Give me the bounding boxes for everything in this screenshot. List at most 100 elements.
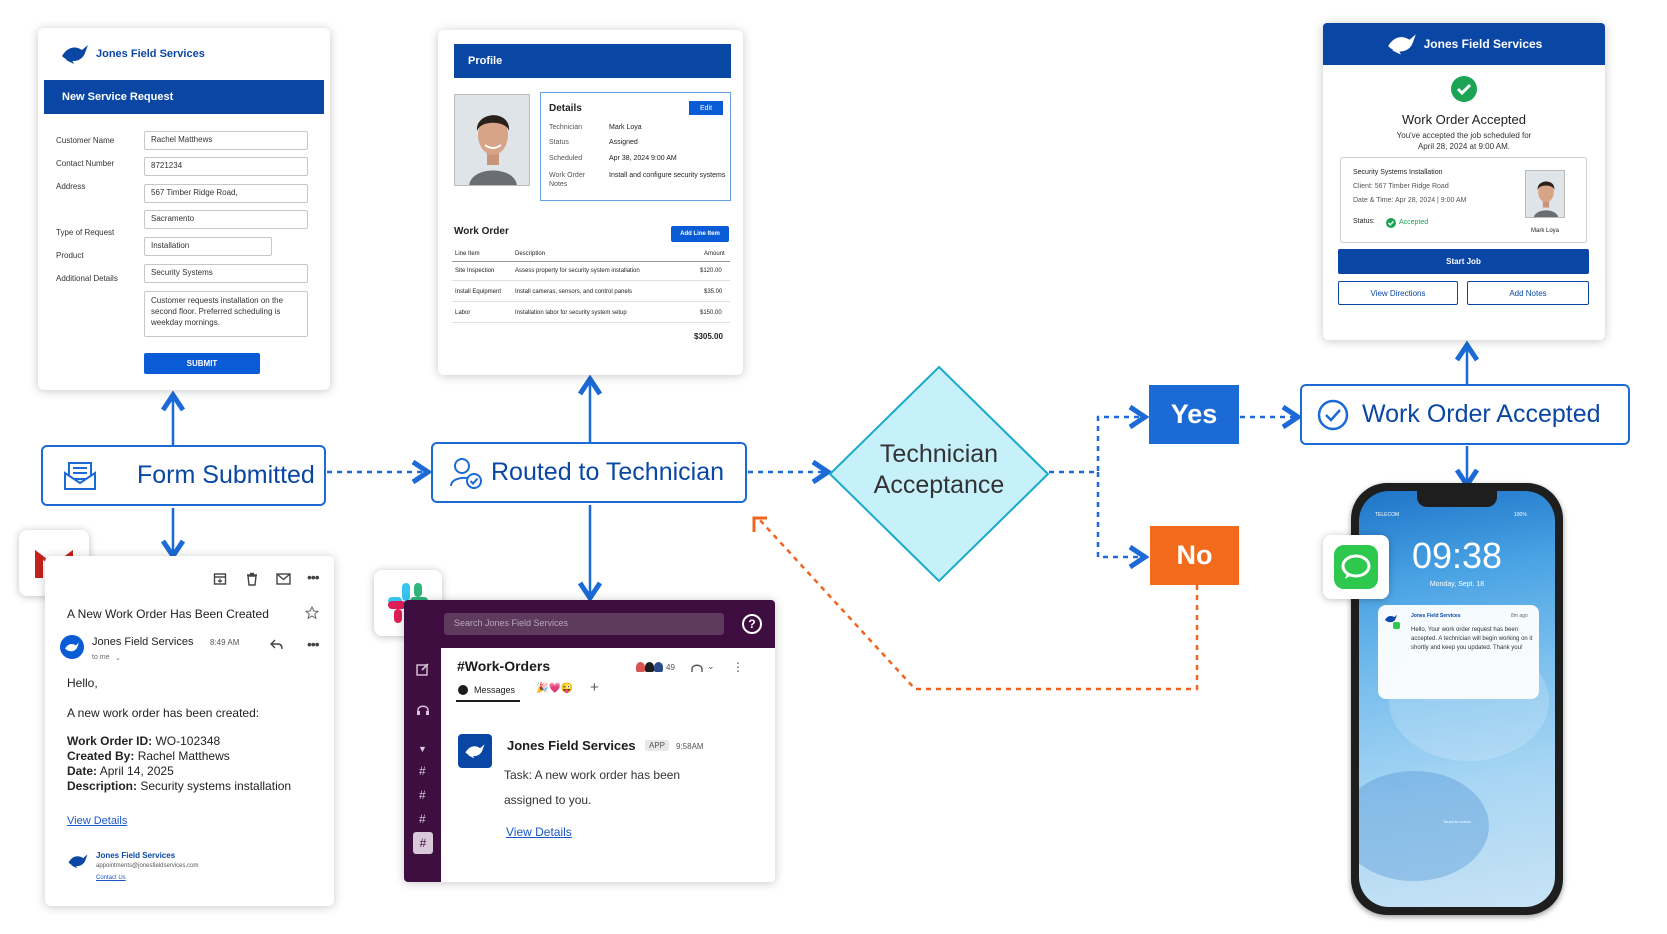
submit-button[interactable]: SUBMIT [144, 353, 260, 374]
routed-to-technician-node: Routed to Technician [431, 442, 747, 503]
form-title: New Service Request [62, 91, 174, 103]
line-item: Site Inspection [455, 268, 495, 274]
chevron-down-icon[interactable]: ⌄ [707, 661, 715, 671]
view-details-link[interactable]: View Details [67, 815, 128, 827]
star-icon[interactable] [305, 606, 319, 620]
trash-icon[interactable] [245, 572, 259, 586]
lock-screen[interactable]: TELECOM 100% 09:38 Monday, Sept. 18 Jone… [1359, 491, 1555, 907]
view-details-link[interactable]: View Details [506, 825, 572, 839]
profile-title: Profile [468, 55, 503, 67]
start-job-button[interactable]: Start Job [1338, 249, 1589, 274]
envelope-form-icon [64, 461, 96, 490]
product-input[interactable]: Security Systems [144, 264, 308, 283]
message-text: Task: A new work order has been assigned… [504, 768, 681, 807]
add-notes-button[interactable]: Add Notes [1467, 281, 1589, 305]
email-footer-email: appointments@jonesfieldservices.com [96, 863, 199, 869]
email-footer-name: Jones Field Services [96, 851, 176, 860]
work-order-accepted-node: Work Order Accepted [1300, 384, 1630, 445]
headphones-icon[interactable] [416, 703, 430, 717]
channel-hash-icon-active[interactable]: # [413, 832, 433, 854]
view-directions-button[interactable]: View Directions [1338, 281, 1458, 305]
table-divider [452, 261, 730, 262]
email-subject: A New Work Order Has Been Created [67, 607, 269, 621]
email-sender: Jones Field Services [92, 636, 194, 648]
tab-emoji-bookmarks[interactable]: 🎉💗😜 [536, 683, 574, 694]
contact-us-link[interactable]: Contact Us [96, 875, 126, 881]
accepted-card-brand: Jones Field Services [1423, 37, 1543, 51]
field-label-product: Product [56, 251, 84, 260]
channel-hash-icon[interactable]: # [419, 812, 426, 826]
bird-logo-icon [68, 854, 88, 869]
bird-logo-icon [62, 45, 88, 64]
job-datetime: Date & Time: Apr 28, 2024 | 9:00 AM [1353, 197, 1467, 204]
job-summary-box: Security Systems Installation Client: 56… [1340, 157, 1587, 243]
phone-notch [1417, 491, 1497, 507]
accepted-card-header: Jones Field Services [1323, 23, 1605, 65]
slack-search-input[interactable]: Search Jones Field Services [444, 613, 724, 635]
detail-value: April 14, 2025 [99, 764, 174, 778]
line-amount: $120.00 [700, 268, 722, 274]
archive-icon[interactable] [213, 572, 227, 586]
line-amount: $35.00 [704, 289, 723, 295]
form-submitted-node: Form Submitted [41, 445, 326, 506]
messages-tab-underline [456, 700, 520, 702]
accepted-card-subtitle: You've accepted the job scheduled for Ap… [1396, 131, 1532, 151]
huddle-headphones-icon[interactable] [690, 662, 704, 674]
chevron-down-icon: ⌄ [115, 655, 121, 662]
work-order-total: $305.00 [694, 332, 723, 341]
no-node: No [1150, 526, 1239, 585]
more-options-icon[interactable]: ••• [307, 569, 320, 585]
field-label-customer-name: Customer Name [56, 136, 115, 145]
member-avatars[interactable] [636, 662, 663, 672]
service-request-form-card: Jones Field Services New Service Request… [38, 28, 330, 390]
line-amount: $150.00 [700, 310, 722, 316]
detail-value: Rachel Matthews [137, 749, 230, 763]
detail-value: Mark Loya [609, 124, 642, 131]
member-count[interactable]: 49 [666, 663, 675, 672]
reply-icon[interactable] [269, 638, 283, 650]
accepted-card-title: Work Order Accepted [1401, 112, 1527, 127]
line-description: Install cameras, sensors, and control pa… [515, 289, 633, 295]
kebab-menu-icon[interactable]: ⋮ [732, 660, 744, 674]
messages-app-icon [1323, 535, 1389, 599]
form-title-bar: New Service Request [44, 80, 324, 114]
edit-button[interactable]: Edit [689, 101, 723, 115]
type-of-request-input[interactable]: Installation [144, 237, 272, 256]
caret-down-icon[interactable]: ▼ [418, 744, 427, 754]
detail-key: Scheduled [549, 155, 583, 162]
detail-value: Install and configure security systems [609, 172, 726, 179]
status-check-icon [1386, 218, 1396, 228]
tab-messages[interactable]: Messages [474, 685, 516, 695]
profile-header: Profile [454, 44, 731, 78]
lock-screen-time: 09:38 [1411, 535, 1503, 576]
messages-tab-icon [458, 685, 468, 695]
field-label-contact-number: Contact Number [56, 159, 115, 168]
technician-photo [454, 94, 530, 186]
add-tab-icon[interactable]: + [590, 679, 599, 696]
job-client: Client: 567 Timber Ridge Road [1353, 183, 1449, 190]
message-sender: Jones Field Services [507, 738, 636, 753]
brand-logo: Jones Field Services [60, 42, 205, 66]
customer-name-input[interactable]: Rachel Matthews [144, 131, 308, 150]
help-icon[interactable]: ? [742, 614, 762, 634]
channel-hash-icon[interactable]: # [419, 764, 426, 778]
mail-icon[interactable] [276, 573, 291, 585]
address-line2-input[interactable]: Sacramento [144, 210, 308, 229]
app-badge: APP [645, 740, 670, 751]
additional-details-textarea[interactable]: Customer requests installation on the se… [144, 291, 308, 337]
email-time: 8:49 AM [210, 638, 240, 647]
detail-key: Work Order Notes [549, 172, 586, 188]
column-header: Line Item [455, 251, 480, 257]
compose-icon[interactable] [416, 662, 430, 676]
notification-card[interactable]: Jones Field Services 8m ago Hello, Your … [1378, 605, 1539, 699]
job-status-value: Accepted [1399, 219, 1429, 226]
column-header: Description [515, 251, 546, 257]
add-line-item-button[interactable]: Add Line Item [671, 226, 729, 242]
address-line1-input[interactable]: 567 Timber Ridge Road, [144, 184, 308, 203]
channel-hash-icon[interactable]: # [419, 788, 426, 802]
more-options-icon[interactable]: ••• [307, 636, 320, 652]
contact-number-input[interactable]: 8721234 [144, 157, 308, 176]
email-greeting: Hello, [67, 676, 98, 690]
detail-key: Date: [67, 764, 98, 778]
field-label-additional-details: Additional Details [56, 274, 118, 283]
